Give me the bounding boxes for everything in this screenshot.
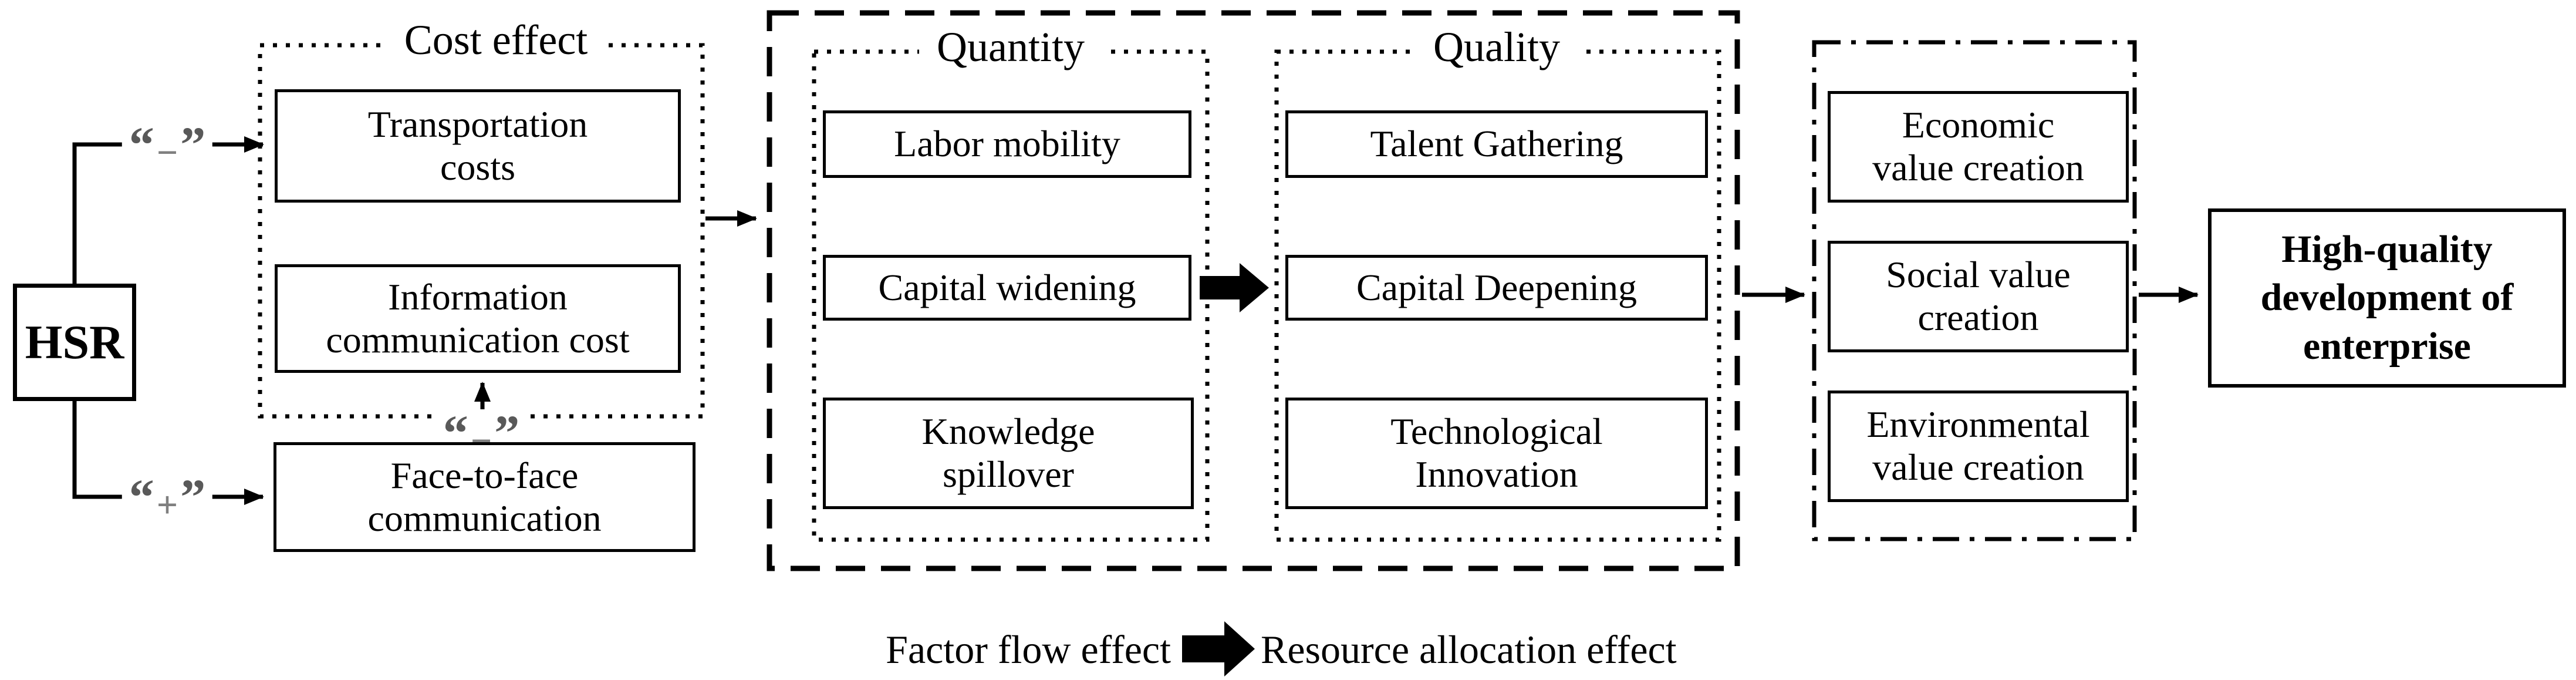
hsr-node: HSR [13, 284, 136, 401]
environmental-value-node: Environmental value creation [1828, 391, 2129, 502]
face-to-face-node: Face-to-face communication [274, 442, 696, 552]
capital-deepening-node: Capital Deepening [1285, 255, 1708, 321]
technological-innovation-label: Technological Innovation [1390, 410, 1603, 495]
transportation-costs-node: Transportation costs [275, 89, 681, 203]
positive-sign-label: “ + ” [121, 469, 213, 526]
close-quote: ” [180, 116, 206, 173]
technological-innovation-node: Technological Innovation [1285, 398, 1708, 509]
negative-sign-label-top: “ − ” [121, 116, 213, 173]
economic-value-node: Economic value creation [1828, 91, 2129, 203]
transportation-costs-label: Transportation costs [367, 103, 588, 188]
social-value-node: Social value creation [1828, 241, 2129, 352]
legend-resource-allocation-label: Resource allocation effect [1261, 627, 1677, 672]
capital-widening-label: Capital widening [878, 266, 1136, 308]
plus-sign: + [156, 484, 178, 526]
open-quote: “ [129, 116, 154, 173]
labor-mobility-label: Labor mobility [894, 123, 1120, 165]
value-creation-border [1812, 40, 2137, 541]
economic-value-label: Economic value creation [1872, 104, 2084, 188]
knowledge-spillover-label: Knowledge spillover [921, 410, 1095, 495]
talent-gathering-node: Talent Gathering [1285, 110, 1708, 178]
face-to-face-label: Face-to-face communication [367, 454, 602, 539]
close-quote: ” [180, 469, 206, 525]
social-value-label: Social value creation [1886, 254, 2071, 338]
cost-effect-title: Cost effect [386, 16, 606, 63]
quantity-title: Quantity [919, 23, 1102, 70]
information-communication-cost-label: Information communication cost [326, 275, 630, 361]
talent-gathering-label: Talent Gathering [1370, 123, 1623, 165]
factor-flow-border [767, 10, 1740, 571]
labor-mobility-node: Labor mobility [823, 110, 1191, 178]
information-communication-cost-node: Information communication cost [275, 264, 681, 373]
hsr-label: HSR [25, 315, 124, 369]
legend-factor-flow-label: Factor flow effect [886, 627, 1171, 672]
outcome-label: High-quality development of enterprise [2260, 227, 2514, 368]
environmental-value-label: Environmental value creation [1866, 403, 2090, 488]
widening-to-deepening-block-arrow-icon [1200, 263, 1269, 312]
minus-sign: − [156, 132, 178, 173]
open-quote: “ [129, 469, 154, 525]
knowledge-spillover-node: Knowledge spillover [823, 398, 1194, 509]
capital-widening-node: Capital widening [823, 255, 1191, 321]
legend-block-arrow-icon [1182, 621, 1255, 676]
outcome-node: High-quality development of enterprise [2208, 208, 2566, 388]
quality-title: Quality [1416, 23, 1578, 70]
capital-deepening-label: Capital Deepening [1356, 266, 1638, 308]
